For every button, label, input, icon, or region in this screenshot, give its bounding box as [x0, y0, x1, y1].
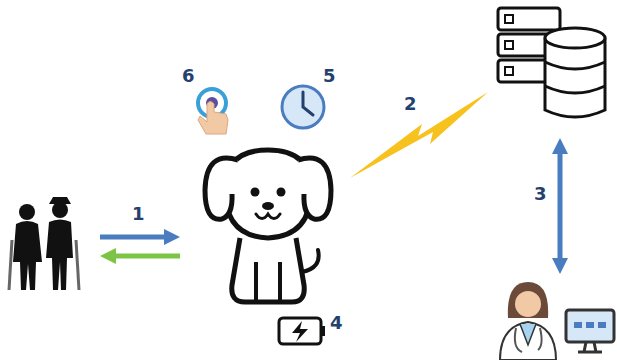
person-body	[13, 221, 42, 290]
clock-hands	[303, 92, 313, 115]
dog-ear	[205, 158, 238, 219]
server-light	[505, 67, 513, 75]
database-bands	[545, 62, 605, 93]
arrow	[108, 254, 180, 259]
battery-tip	[321, 326, 325, 336]
monitor-stand	[578, 342, 602, 352]
battery-body	[279, 318, 321, 344]
wireless-bolt	[350, 92, 488, 178]
dog-tail	[302, 250, 319, 272]
dog-leg	[254, 262, 258, 300]
dog-eye	[277, 188, 286, 197]
doctor-coat	[500, 322, 556, 360]
server-light	[505, 41, 513, 49]
database-top	[545, 28, 605, 48]
arrow	[558, 146, 563, 266]
dog-head	[225, 150, 311, 238]
monitor-screen	[566, 310, 614, 342]
walking-cane	[9, 240, 12, 290]
person-head	[52, 202, 68, 218]
doctor-shirt	[520, 324, 536, 345]
callout-number: 1	[132, 204, 145, 224]
clock-face	[282, 86, 324, 128]
dog-nose	[262, 202, 274, 210]
callout-number: 6	[182, 66, 195, 86]
screen-tile	[574, 322, 582, 328]
person-head	[19, 204, 35, 220]
battery-bolt	[292, 321, 308, 342]
doctor-head	[515, 291, 541, 317]
person-hat	[49, 197, 71, 204]
dog-body	[232, 238, 304, 302]
dog-eye	[251, 188, 260, 197]
touch-hand	[198, 102, 228, 135]
dog-mouth	[256, 214, 280, 219]
callout-number: 4	[330, 313, 343, 333]
doctor-hair	[508, 282, 548, 318]
database-cylinder	[545, 38, 605, 117]
server-unit	[498, 8, 560, 30]
stethoscope	[515, 328, 542, 352]
screen-tile	[598, 322, 606, 328]
dog-ear	[298, 158, 331, 219]
callout-number: 3	[534, 184, 547, 204]
screen-tile	[586, 322, 594, 328]
dog-leg	[278, 262, 282, 300]
server-light	[505, 15, 513, 23]
callout-number: 2	[404, 94, 417, 114]
walking-cane	[76, 240, 79, 290]
arrow	[100, 235, 172, 240]
person-body	[46, 220, 73, 291]
callout-number: 5	[323, 66, 336, 86]
